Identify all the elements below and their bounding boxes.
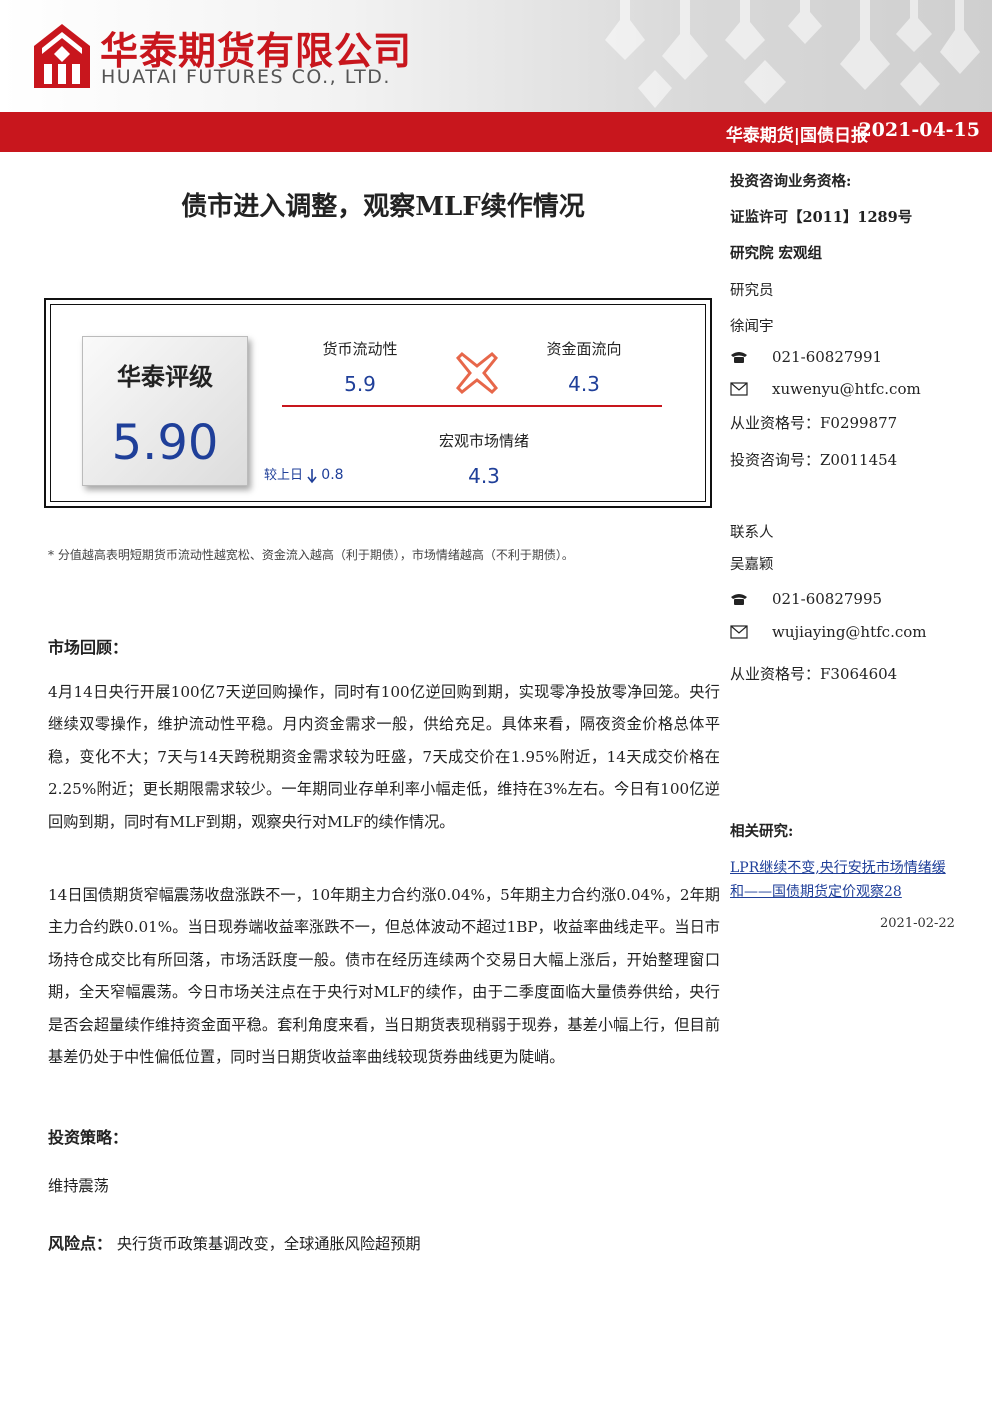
phone-icon — [731, 352, 747, 363]
report-name: 华泰期货|国债日报 — [725, 126, 868, 146]
cross-icon — [456, 352, 498, 394]
contact-cert: 从业资格号：F3064604 — [730, 665, 898, 683]
company-name-cn: 华泰期货有限公司 — [100, 29, 413, 73]
liquidity-label: 货币流动性 — [322, 340, 398, 358]
researcher-name: 徐闻宇 — [730, 319, 774, 335]
qualification-heading: 投资咨询业务资格: — [730, 173, 852, 190]
report-title: 债市进入调整，观察MLF续作情况 — [181, 192, 585, 222]
change-prefix: 较上日 — [264, 468, 304, 483]
rating-inner-frame — [50, 304, 706, 502]
phone-icon — [731, 594, 747, 605]
contact-name: 吴嘉颖 — [730, 557, 774, 573]
contact-title: 联系人 — [730, 525, 774, 541]
sentiment-value: 4.3 — [468, 464, 500, 488]
review-heading: 市场回顾： — [48, 638, 129, 657]
researcher-email[interactable]: xuwenyu@htfc.com — [772, 380, 921, 398]
strategy-text: 维持震荡 — [48, 1177, 109, 1195]
rating-divider — [282, 405, 662, 407]
risk-line: 风险点： 央行货币政策基调改变，全球通胀风险超预期 — [48, 1230, 421, 1254]
review-paragraph-2: 14日国债期货窄幅震荡收盘涨跌不一，10年期主力合约涨0.04%，5年期主力合约… — [48, 886, 720, 1067]
fund-flow-label: 资金面流向 — [546, 340, 622, 358]
change-value: 0.8 — [321, 467, 344, 483]
arrow-down-icon — [307, 468, 317, 483]
contact-email[interactable]: wujiaying@htfc.com — [772, 623, 927, 641]
page-header: 华泰期货有限公司 HUATAI FUTURES CO., LTD. — [0, 0, 992, 112]
report-date: 2021-04-15 — [858, 119, 980, 141]
report-bar — [0, 112, 992, 152]
license-number: 证监许可【2011】1289号 — [730, 209, 913, 226]
score-value: 5.90 — [111, 415, 219, 471]
researcher-title: 研究员 — [730, 283, 774, 299]
department: 研究院 宏观组 — [730, 245, 823, 262]
researcher-cert: 从业资格号：F0299877 — [730, 414, 898, 432]
review-paragraph-1: 4月14日央行开展100亿7天逆回购操作，同时有100亿逆回购到期，实现零净投放… — [48, 683, 720, 831]
company-name-en: HUATAI FUTURES CO., LTD. — [101, 66, 391, 88]
related-research-date: 2021-02-22 — [880, 916, 955, 931]
risk-text: 央行货币政策基调改变，全球通胀风险超预期 — [116, 1235, 421, 1253]
strategy-heading: 投资策略： — [48, 1128, 129, 1147]
researcher-phone: 021-60827991 — [772, 348, 883, 366]
contact-phone: 021-60827995 — [772, 590, 883, 608]
email-icon — [730, 625, 748, 639]
sentiment-label: 宏观市场情绪 — [438, 432, 529, 450]
liquidity-value: 5.9 — [344, 372, 376, 396]
risk-heading: 风险点： — [48, 1234, 113, 1253]
header-decoration — [605, 0, 980, 108]
related-heading: 相关研究: — [730, 823, 794, 840]
rating-panel: 华泰评级 5.90 货币流动性 5.9 资金面流向 4.3 宏观市场情绪 4.3… — [44, 298, 712, 508]
related-research-link[interactable]: LPR继续不变,央行安抚市场情绪缓和——国债期货定价观察28 — [730, 860, 946, 900]
score-card: 华泰评级 5.90 — [82, 336, 248, 486]
researcher-invest-cert: 投资咨询号：Z0011454 — [730, 451, 898, 469]
email-icon — [730, 382, 748, 396]
change-indicator: 较上日 0.8 — [264, 464, 344, 484]
score-label: 华泰评级 — [117, 362, 213, 391]
fund-flow-value: 4.3 — [568, 372, 600, 396]
rating-footnote: * 分值越高表明短期货币流动性越宽松、资金流入越高（利于期债），市场情绪越高（不… — [48, 548, 574, 562]
company-logo-icon — [34, 24, 90, 88]
